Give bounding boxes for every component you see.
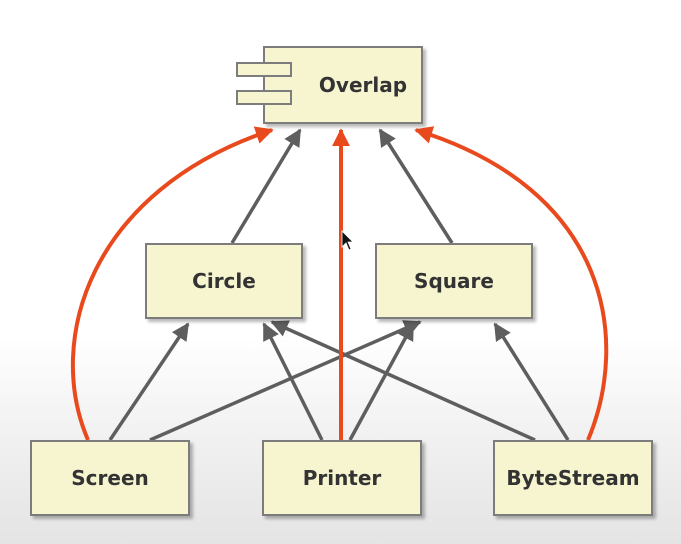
node-screen: Screen [30, 440, 190, 516]
node-square: Square [375, 243, 533, 319]
node-overlap-label: Overlap [318, 73, 408, 97]
node-circle-label: Circle [192, 269, 256, 293]
arrow-printer-to-square [348, 322, 415, 441]
arrow-bytestream-to-overlap [414, 126, 609, 441]
node-screen-label: Screen [71, 466, 149, 490]
node-circle: Circle [145, 243, 303, 319]
arrow-circle-to-overlap [230, 128, 302, 244]
arrow-screen-to-square [149, 320, 422, 442]
cursor-icon [341, 230, 354, 251]
component-tab-icon [236, 90, 292, 105]
arrow-square-to-overlap [378, 128, 454, 244]
arrow-printer-to-circle [262, 322, 324, 441]
node-square-label: Square [414, 269, 494, 293]
node-printer-label: Printer [302, 466, 382, 490]
node-overlap: Overlap [263, 46, 423, 124]
arrow-bytestream-to-square [493, 322, 570, 441]
arrow-screen-to-overlap [70, 126, 274, 441]
node-bytestream-label: ByteStream [506, 466, 640, 490]
node-bytestream: ByteStream [493, 440, 653, 516]
component-tab-icon [236, 62, 292, 77]
arrow-bytestream-to-circle [270, 320, 536, 442]
node-printer: Printer [262, 440, 422, 516]
arrow-screen-to-circle [108, 322, 190, 441]
